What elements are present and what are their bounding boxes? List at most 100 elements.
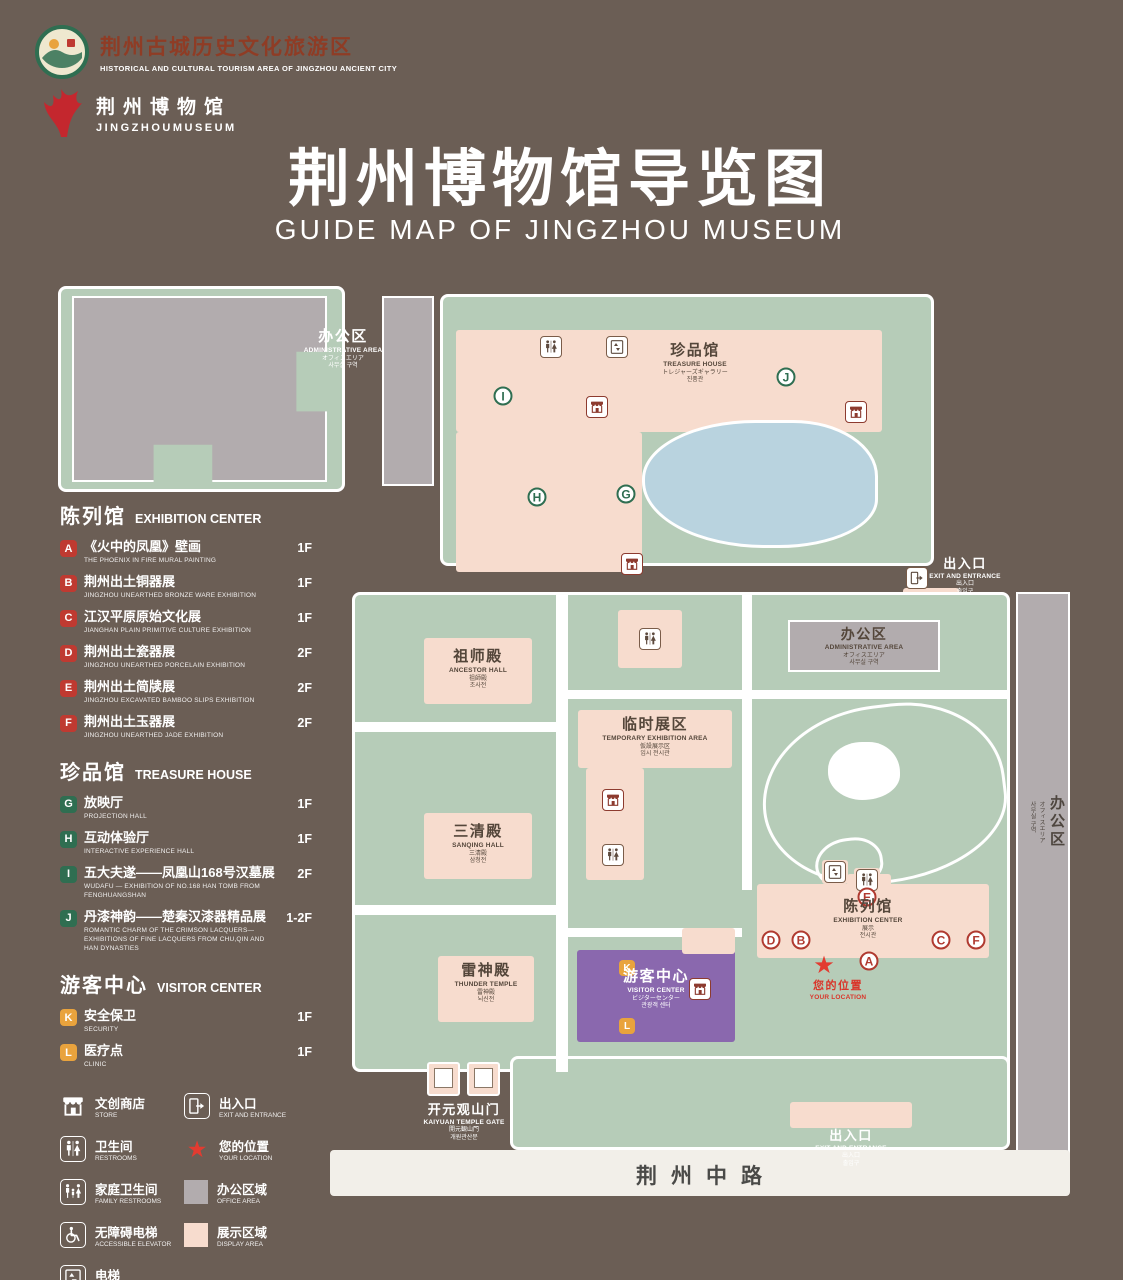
label-sanqing-hall: 三清殿 SANQING HALL 三清殿 삼청전 — [452, 823, 504, 864]
building-treasure-house-west — [456, 432, 642, 572]
elevator-icon — [824, 861, 846, 883]
map-marker-A: A — [859, 951, 879, 971]
store-icon — [689, 978, 711, 1000]
map-marker-D: D — [761, 930, 781, 950]
walkway — [352, 722, 556, 732]
building-south-entrance — [790, 1102, 912, 1128]
label-exhibition-center: 陈列馆 EXHIBITION CENTER 展示 전시관 — [833, 898, 903, 939]
museum-logo-subtitle: JINGZHOUMUSEUM — [96, 122, 237, 134]
label-admin-northwest: 办公区 ADMINISTRATIVE AREA オフィスエリア 사무실 구역 — [303, 328, 383, 369]
legend-floor: 1F — [297, 575, 312, 590]
gate-structure-west — [427, 1062, 460, 1096]
legend-floor: 2F — [297, 680, 312, 695]
store-icon — [586, 396, 608, 418]
store-icon — [60, 1093, 86, 1119]
building-admin-northwest-annex — [382, 296, 434, 486]
legend-badge-J: J — [60, 909, 77, 927]
legend-floor: 1F — [297, 1045, 312, 1060]
walkway — [568, 928, 742, 937]
display-icon — [184, 1223, 208, 1248]
building-temporary-exhibition — [578, 710, 732, 768]
legend-badge-K: K — [60, 1009, 77, 1027]
exit-icon — [184, 1093, 210, 1120]
store-icon — [845, 401, 867, 423]
office-icon — [184, 1180, 208, 1205]
legend-badge-I: I — [60, 865, 77, 883]
legend-floor: 1F — [297, 1010, 312, 1025]
map-marker-E: E — [857, 887, 877, 907]
tourism-logo-title: 荆州古城历史文化旅游区 — [100, 36, 353, 59]
restroom-icon — [540, 336, 562, 358]
garden-pond — [828, 742, 900, 800]
map-marker-I: I — [493, 386, 513, 406]
map-marker-B: B — [791, 930, 811, 950]
legend-badge-G: G — [60, 795, 77, 813]
gate-structure-east — [467, 1062, 500, 1096]
legend-floor: 1F — [297, 610, 312, 625]
label-visitor-center: 游客中心 VISITOR CENTER ビジターセンター 관광객 센터 — [622, 968, 690, 1009]
building-admin-east-strip — [1016, 592, 1070, 1160]
label-treasure-house: 珍品馆 TREASURE HOUSE トレジャーズギャラリー 진품관 — [662, 342, 728, 383]
elevator-icon — [606, 336, 628, 358]
legend-floor: 1F — [297, 796, 312, 811]
legend-badge-E: E — [60, 679, 77, 697]
walkway — [742, 592, 752, 890]
tourism-emblem-icon — [35, 25, 89, 79]
building-admin-mid — [788, 620, 940, 672]
star-icon: ★ — [186, 1135, 208, 1162]
building-visitor-annex — [682, 928, 735, 954]
store-icon — [602, 789, 624, 811]
building-thunder-temple — [438, 956, 534, 1022]
label-exit-east: 出入口 EXIT AND ENTRANCE 出入口 출입구 — [929, 556, 1001, 595]
museum-emblem-icon — [44, 89, 82, 137]
label-admin-mid: 办公区 ADMINISTRATIVE AREA オフィスエリア 사무실 구역 — [824, 626, 904, 666]
label-temporary-exhibition: 临时展区 TEMPORARY EXHIBITION AREA 仮設展示区 임시 … — [602, 716, 708, 757]
legend-badge-L: L — [60, 1044, 77, 1062]
map-marker-G: G — [616, 484, 636, 504]
legend-floor: 2F — [297, 866, 312, 881]
page-title: 荆州博物馆导览图 — [287, 145, 832, 214]
restroom-icon — [856, 869, 878, 891]
restroom-icon — [639, 628, 661, 650]
legend-badge-B: B — [60, 574, 77, 592]
building-treasure-house-north — [456, 330, 882, 432]
restroom-icon — [60, 1136, 86, 1163]
label-your-location: 您的位置 YOUR LOCATION — [809, 980, 867, 1002]
legend-badge-F: F — [60, 714, 77, 732]
label-thunder-temple: 雷神殿 THUNDER TEMPLE 雷神殿 뇌신전 — [454, 962, 518, 1003]
legend-badge-H: H — [60, 830, 77, 848]
museum-logo: 荆州博物馆 JINGZHOUMUSEUM — [38, 88, 237, 138]
road — [330, 1150, 1070, 1196]
map-marker-C: C — [931, 930, 951, 950]
pond — [642, 420, 878, 548]
legend-floor: 2F — [297, 645, 312, 660]
legend-floor: 1F — [297, 541, 312, 555]
legend-floor: 2F — [297, 715, 312, 730]
building-sanqing-hall — [424, 813, 532, 879]
museum-logo-title: 荆州博物馆 — [96, 97, 232, 118]
label-ancestor-hall: 祖师殿 ANCESTOR HALL 祖師殿 조사전 — [448, 648, 508, 689]
tourism-logo: 荆州古城历史文化旅游区 HISTORICAL AND CULTURAL TOUR… — [34, 24, 397, 80]
